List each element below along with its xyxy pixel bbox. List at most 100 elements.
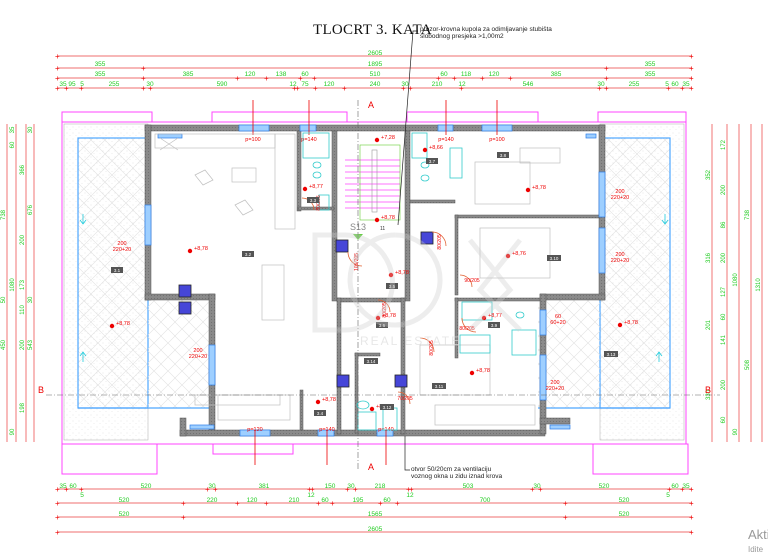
svg-text:+8,78: +8,78	[116, 321, 130, 327]
svg-text:80/205: 80/205	[382, 302, 388, 318]
svg-text:+: +	[55, 513, 60, 522]
svg-text:508: 508	[745, 359, 751, 370]
svg-text:12: 12	[458, 81, 466, 88]
svg-text:+: +	[298, 74, 303, 83]
svg-text:+8,77: +8,77	[309, 184, 323, 190]
svg-text:+: +	[316, 499, 321, 508]
svg-text:355: 355	[95, 61, 106, 68]
svg-text:+: +	[141, 84, 146, 93]
svg-text:700: 700	[480, 497, 491, 504]
svg-text:200: 200	[117, 241, 126, 247]
svg-text:60: 60	[383, 497, 391, 504]
svg-text:118: 118	[461, 71, 472, 78]
svg-text:+: +	[689, 74, 694, 83]
svg-text:138: 138	[276, 71, 287, 78]
windows	[144, 124, 606, 437]
svg-text:385: 385	[183, 71, 194, 78]
svg-text:1565: 1565	[368, 511, 383, 518]
svg-text:+: +	[55, 84, 60, 93]
svg-text:220+20: 220+20	[546, 386, 565, 392]
svg-text:3.14: 3.14	[367, 359, 376, 364]
svg-text:+: +	[342, 84, 347, 93]
svg-text:+: +	[264, 499, 269, 508]
svg-text:+8,78: +8,78	[624, 320, 638, 326]
svg-text:95: 95	[68, 81, 76, 88]
svg-text:REAL ESTATE: REAL ESTATE	[360, 334, 461, 348]
svg-text:+: +	[235, 74, 240, 83]
svg-text:75: 75	[301, 81, 309, 88]
svg-text:3.6: 3.6	[379, 323, 386, 328]
svg-text:+: +	[55, 74, 60, 83]
svg-text:35: 35	[59, 81, 67, 88]
svg-text:80/205: 80/205	[429, 340, 435, 356]
svg-text:+: +	[181, 499, 186, 508]
svg-text:200: 200	[721, 252, 727, 263]
svg-text:1080: 1080	[733, 273, 739, 287]
svg-text:30: 30	[208, 483, 216, 490]
svg-text:3.12: 3.12	[383, 405, 392, 410]
svg-text:520: 520	[599, 483, 610, 490]
svg-text:80/205: 80/205	[437, 234, 443, 250]
top-dimension-lines	[58, 55, 692, 89]
svg-text:+: +	[409, 485, 414, 494]
svg-text:3.8: 3.8	[500, 153, 507, 158]
svg-text:150: 150	[325, 483, 336, 490]
svg-text:+: +	[689, 499, 694, 508]
svg-text:+: +	[689, 513, 694, 522]
svg-text:+: +	[55, 499, 60, 508]
svg-text:200: 200	[721, 379, 727, 390]
svg-text:+: +	[378, 499, 383, 508]
roof-outline	[61, 111, 689, 475]
note-line: otvor 50/20cm za ventilaciju	[411, 466, 492, 473]
svg-text:+: +	[395, 499, 400, 508]
svg-text:3.2: 3.2	[245, 252, 252, 257]
svg-text:86: 86	[721, 221, 727, 228]
svg-text:12: 12	[307, 492, 315, 499]
svg-text:120: 120	[324, 81, 335, 88]
svg-text:355: 355	[645, 71, 656, 78]
svg-text:172: 172	[721, 139, 727, 150]
svg-text:355: 355	[645, 61, 656, 68]
svg-text:105/205: 105/205	[354, 253, 360, 271]
svg-text:+: +	[55, 485, 60, 494]
svg-text:5: 5	[80, 81, 84, 88]
svg-text:+: +	[79, 84, 84, 93]
svg-text:+: +	[459, 84, 464, 93]
svg-text:+: +	[436, 74, 441, 83]
svg-text:1895: 1895	[368, 61, 383, 68]
left-dimension-lines	[6, 124, 35, 442]
note-line: voznog okna u zidu iznad krova	[411, 473, 503, 480]
svg-text:200: 200	[550, 380, 559, 386]
svg-text:+: +	[55, 64, 60, 73]
svg-text:p=140: p=140	[438, 137, 453, 143]
svg-text:+8,78: +8,78	[532, 185, 546, 191]
svg-text:+8,78: +8,78	[476, 368, 490, 374]
svg-text:60: 60	[671, 483, 679, 490]
svg-text:+: +	[205, 485, 210, 494]
svg-text:+: +	[680, 84, 685, 93]
svg-text:+8,78: +8,78	[381, 215, 395, 221]
svg-text:+: +	[345, 485, 350, 494]
svg-text:1080: 1080	[10, 278, 16, 292]
svg-text:543: 543	[28, 339, 34, 350]
svg-text:+: +	[563, 499, 568, 508]
svg-text:90: 90	[10, 428, 16, 435]
svg-text:+: +	[597, 84, 602, 93]
room-tags: 3.1 3.2 3.3 3.4 3.5 3.6 3.7 3.8 3.9 3.10…	[111, 152, 618, 416]
svg-text:+: +	[689, 52, 694, 61]
svg-text:510: 510	[370, 71, 381, 78]
furniture	[154, 133, 561, 426]
note-line: prozor-krovna kupola za odimljavanje stu…	[420, 26, 552, 33]
svg-text:127: 127	[721, 286, 727, 297]
svg-text:520: 520	[119, 497, 130, 504]
svg-text:220+20: 220+20	[611, 195, 630, 201]
svg-text:200: 200	[721, 184, 727, 195]
svg-text:200: 200	[615, 252, 624, 258]
svg-text:30: 30	[533, 483, 541, 490]
svg-text:+: +	[313, 84, 318, 93]
svg-text:+: +	[604, 64, 609, 73]
svg-text:220+20: 220+20	[611, 258, 630, 264]
